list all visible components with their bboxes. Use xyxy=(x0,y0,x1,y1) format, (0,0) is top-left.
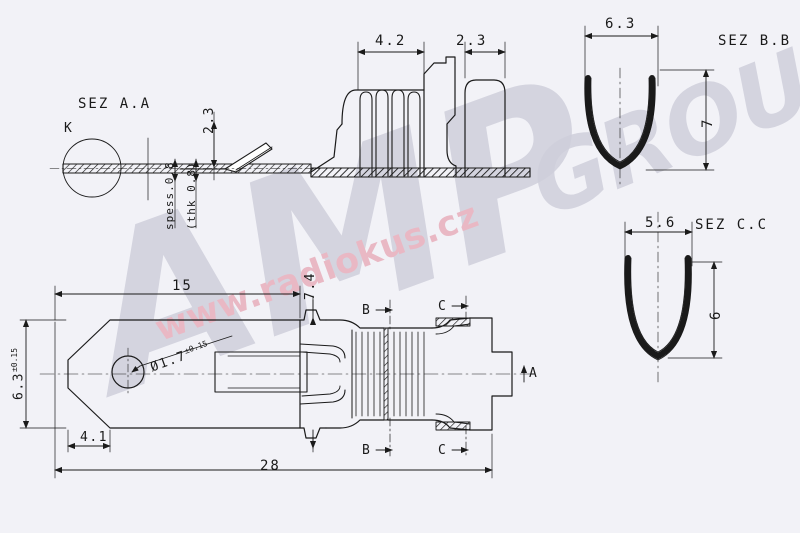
section-marker-b-bottom: B xyxy=(362,443,372,458)
section-marker-c-bottom: C xyxy=(438,443,448,458)
dim-2-3-a: 2.3 xyxy=(202,106,217,134)
dim-6-3-plan-tol: ±0.15 xyxy=(10,347,19,373)
dim-28: 28 xyxy=(260,458,281,474)
label-sez-aa: SEZ A.A xyxy=(78,96,152,112)
dim-6-3-plan-value: 6.3 xyxy=(11,372,27,400)
dim-6-3-bb: 6.3 xyxy=(605,16,637,32)
section-marker-c-top: C xyxy=(438,299,448,314)
section-marker-b-top: B xyxy=(362,303,372,318)
dim-4-1: 4.1 xyxy=(80,430,108,445)
dim-15: 15 xyxy=(172,278,193,294)
dim-thk-0-8: (thk 0.8) xyxy=(185,161,198,230)
dim-spess-0-8: spess.0.8 xyxy=(163,161,176,230)
dim-6-3-plan: 6.3±0.15 xyxy=(10,348,26,400)
dim-6-cc: 6 xyxy=(708,309,724,320)
label-sez-bb: SEZ B.B xyxy=(718,33,792,49)
dim-5-6-cc: 5.6 xyxy=(645,215,677,231)
dim-7-4: 7.4 xyxy=(303,272,318,300)
dim-7-bb: 7 xyxy=(700,117,716,128)
label-sez-cc: SEZ C.C xyxy=(695,217,769,233)
section-marker-a: A xyxy=(529,366,539,381)
label-detail-k: K xyxy=(64,121,74,136)
dim-4-2: 4.2 xyxy=(375,33,407,49)
dim-2-3-b: 2.3 xyxy=(456,33,488,49)
